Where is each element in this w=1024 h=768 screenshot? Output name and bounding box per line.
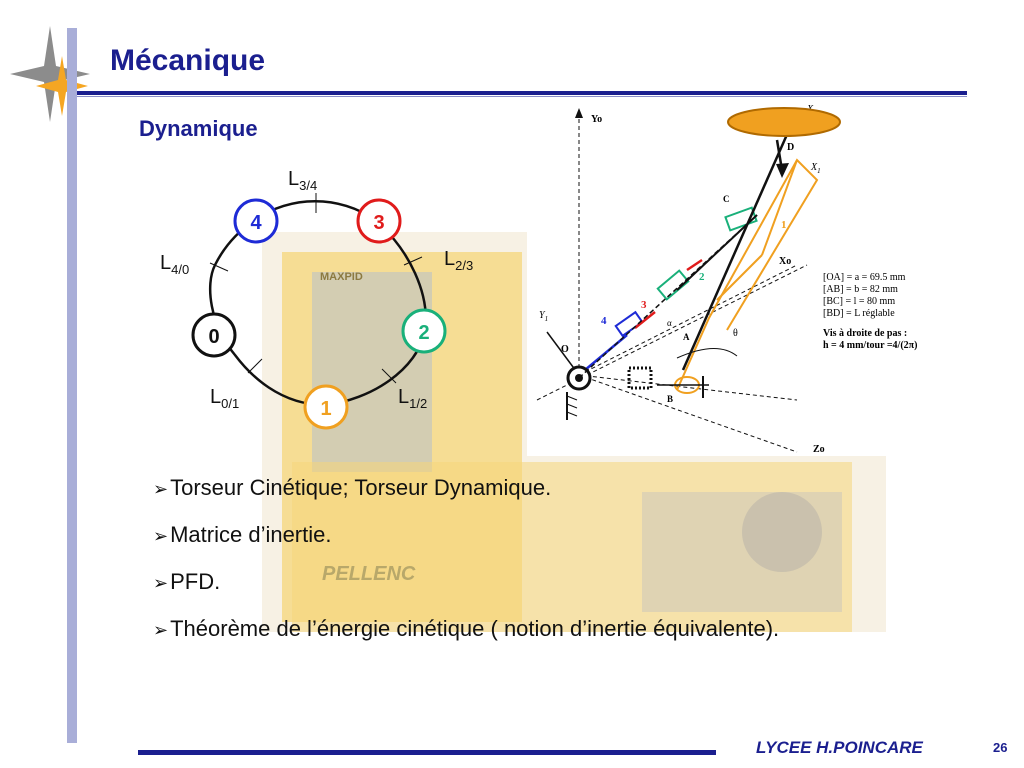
bullet-arrow-icon: ➢ (153, 526, 169, 546)
graph-node-3 (356, 198, 402, 244)
slide-title: Mécanique (110, 44, 266, 77)
bullet-item: ➢Théorème de l’énergie cinétique ( notio… (153, 616, 780, 641)
screw-title: Vis à droite de pas : (823, 328, 907, 339)
dimension-bd: [BD] = L réglable (823, 308, 895, 319)
left-accent-bar (67, 28, 77, 743)
graph-node-1 (303, 384, 349, 430)
point-o-label: O (561, 344, 569, 355)
bullet-arrow-icon: ➢ (153, 620, 169, 640)
bullet-item: ➢Torseur Cinétique; Torseur Dynamique. (153, 475, 552, 500)
axis-y1-label: Y1 (539, 310, 548, 323)
dimension-bc: [BC] = l = 80 mm (823, 296, 895, 307)
graph-node-2 (401, 308, 447, 354)
star-logo-icon (10, 26, 90, 122)
dimension-oa: [OA] = a = 69.5 mm (823, 272, 906, 283)
part-number-1: 1 (781, 219, 787, 231)
liaison-graph: 4 3 2 1 0 L3/4 L2/3 L4/0 L0/1 L1/2 (160, 168, 473, 430)
screw-value: h = 4 mm/tour =4/(2π) (823, 340, 917, 351)
graph-node-4 (233, 198, 279, 244)
axis-zo-label: Zo (813, 444, 825, 455)
graph-node-0 (191, 312, 237, 358)
bullet-item: ➢PFD. (153, 569, 221, 594)
graph-node-4-label: 4 (250, 212, 262, 234)
axis-yo-label: Yo (591, 114, 602, 125)
point-c-label: C (723, 194, 730, 204)
bullet-list: ➢Torseur Cinétique; Torseur Dynamique. ➢… (153, 474, 843, 662)
bullet-arrow-icon: ➢ (153, 573, 169, 593)
bullet-item: ➢Matrice d’inertie. (153, 522, 332, 547)
link-label-l23: L2/3 (444, 248, 473, 273)
graph-node-0-label: 0 (208, 326, 219, 348)
link-label-l40: L4/0 (160, 252, 189, 277)
part-number-2: 2 (699, 271, 705, 283)
mechanism-diagram: Yo Xo Zo Y1 X1 X2 O A B θ C α 1 2 3 4 D … (527, 100, 947, 456)
link-label-l12: L1/2 (398, 386, 427, 411)
point-b-label: B (667, 394, 673, 404)
footer-school: LYCEE H.POINCARE (756, 738, 923, 757)
slide-subtitle: Dynamique (139, 116, 258, 141)
axis-xo-label: Xo (779, 256, 791, 267)
graph-node-2-label: 2 (418, 322, 429, 344)
link-label-l34: L3/4 (288, 168, 317, 193)
point-a-label: A (683, 332, 690, 342)
footer-rule (138, 750, 716, 755)
point-d-label: D (787, 142, 794, 153)
bullet-arrow-icon: ➢ (153, 479, 169, 499)
link-label-l01: L0/1 (210, 386, 239, 411)
angle-alpha-label: α (667, 318, 672, 328)
photo-brand-pellenc: PELLENC (322, 563, 416, 585)
inertia-disc (727, 107, 841, 137)
dimension-ab: [AB] = b = 82 mm (823, 284, 898, 295)
photo-brand-maxpid: MAXPID (320, 271, 363, 283)
graph-node-1-label: 1 (320, 398, 331, 420)
axis-x1-label: X1 (810, 162, 821, 175)
page-number: 26 (993, 740, 1008, 755)
part-number-4: 4 (601, 315, 607, 327)
part-number-3: 3 (641, 299, 647, 311)
title-rule (77, 91, 967, 95)
angle-theta-label: θ (733, 328, 738, 339)
graph-node-3-label: 3 (373, 212, 384, 234)
title-rule-thin (77, 96, 967, 97)
